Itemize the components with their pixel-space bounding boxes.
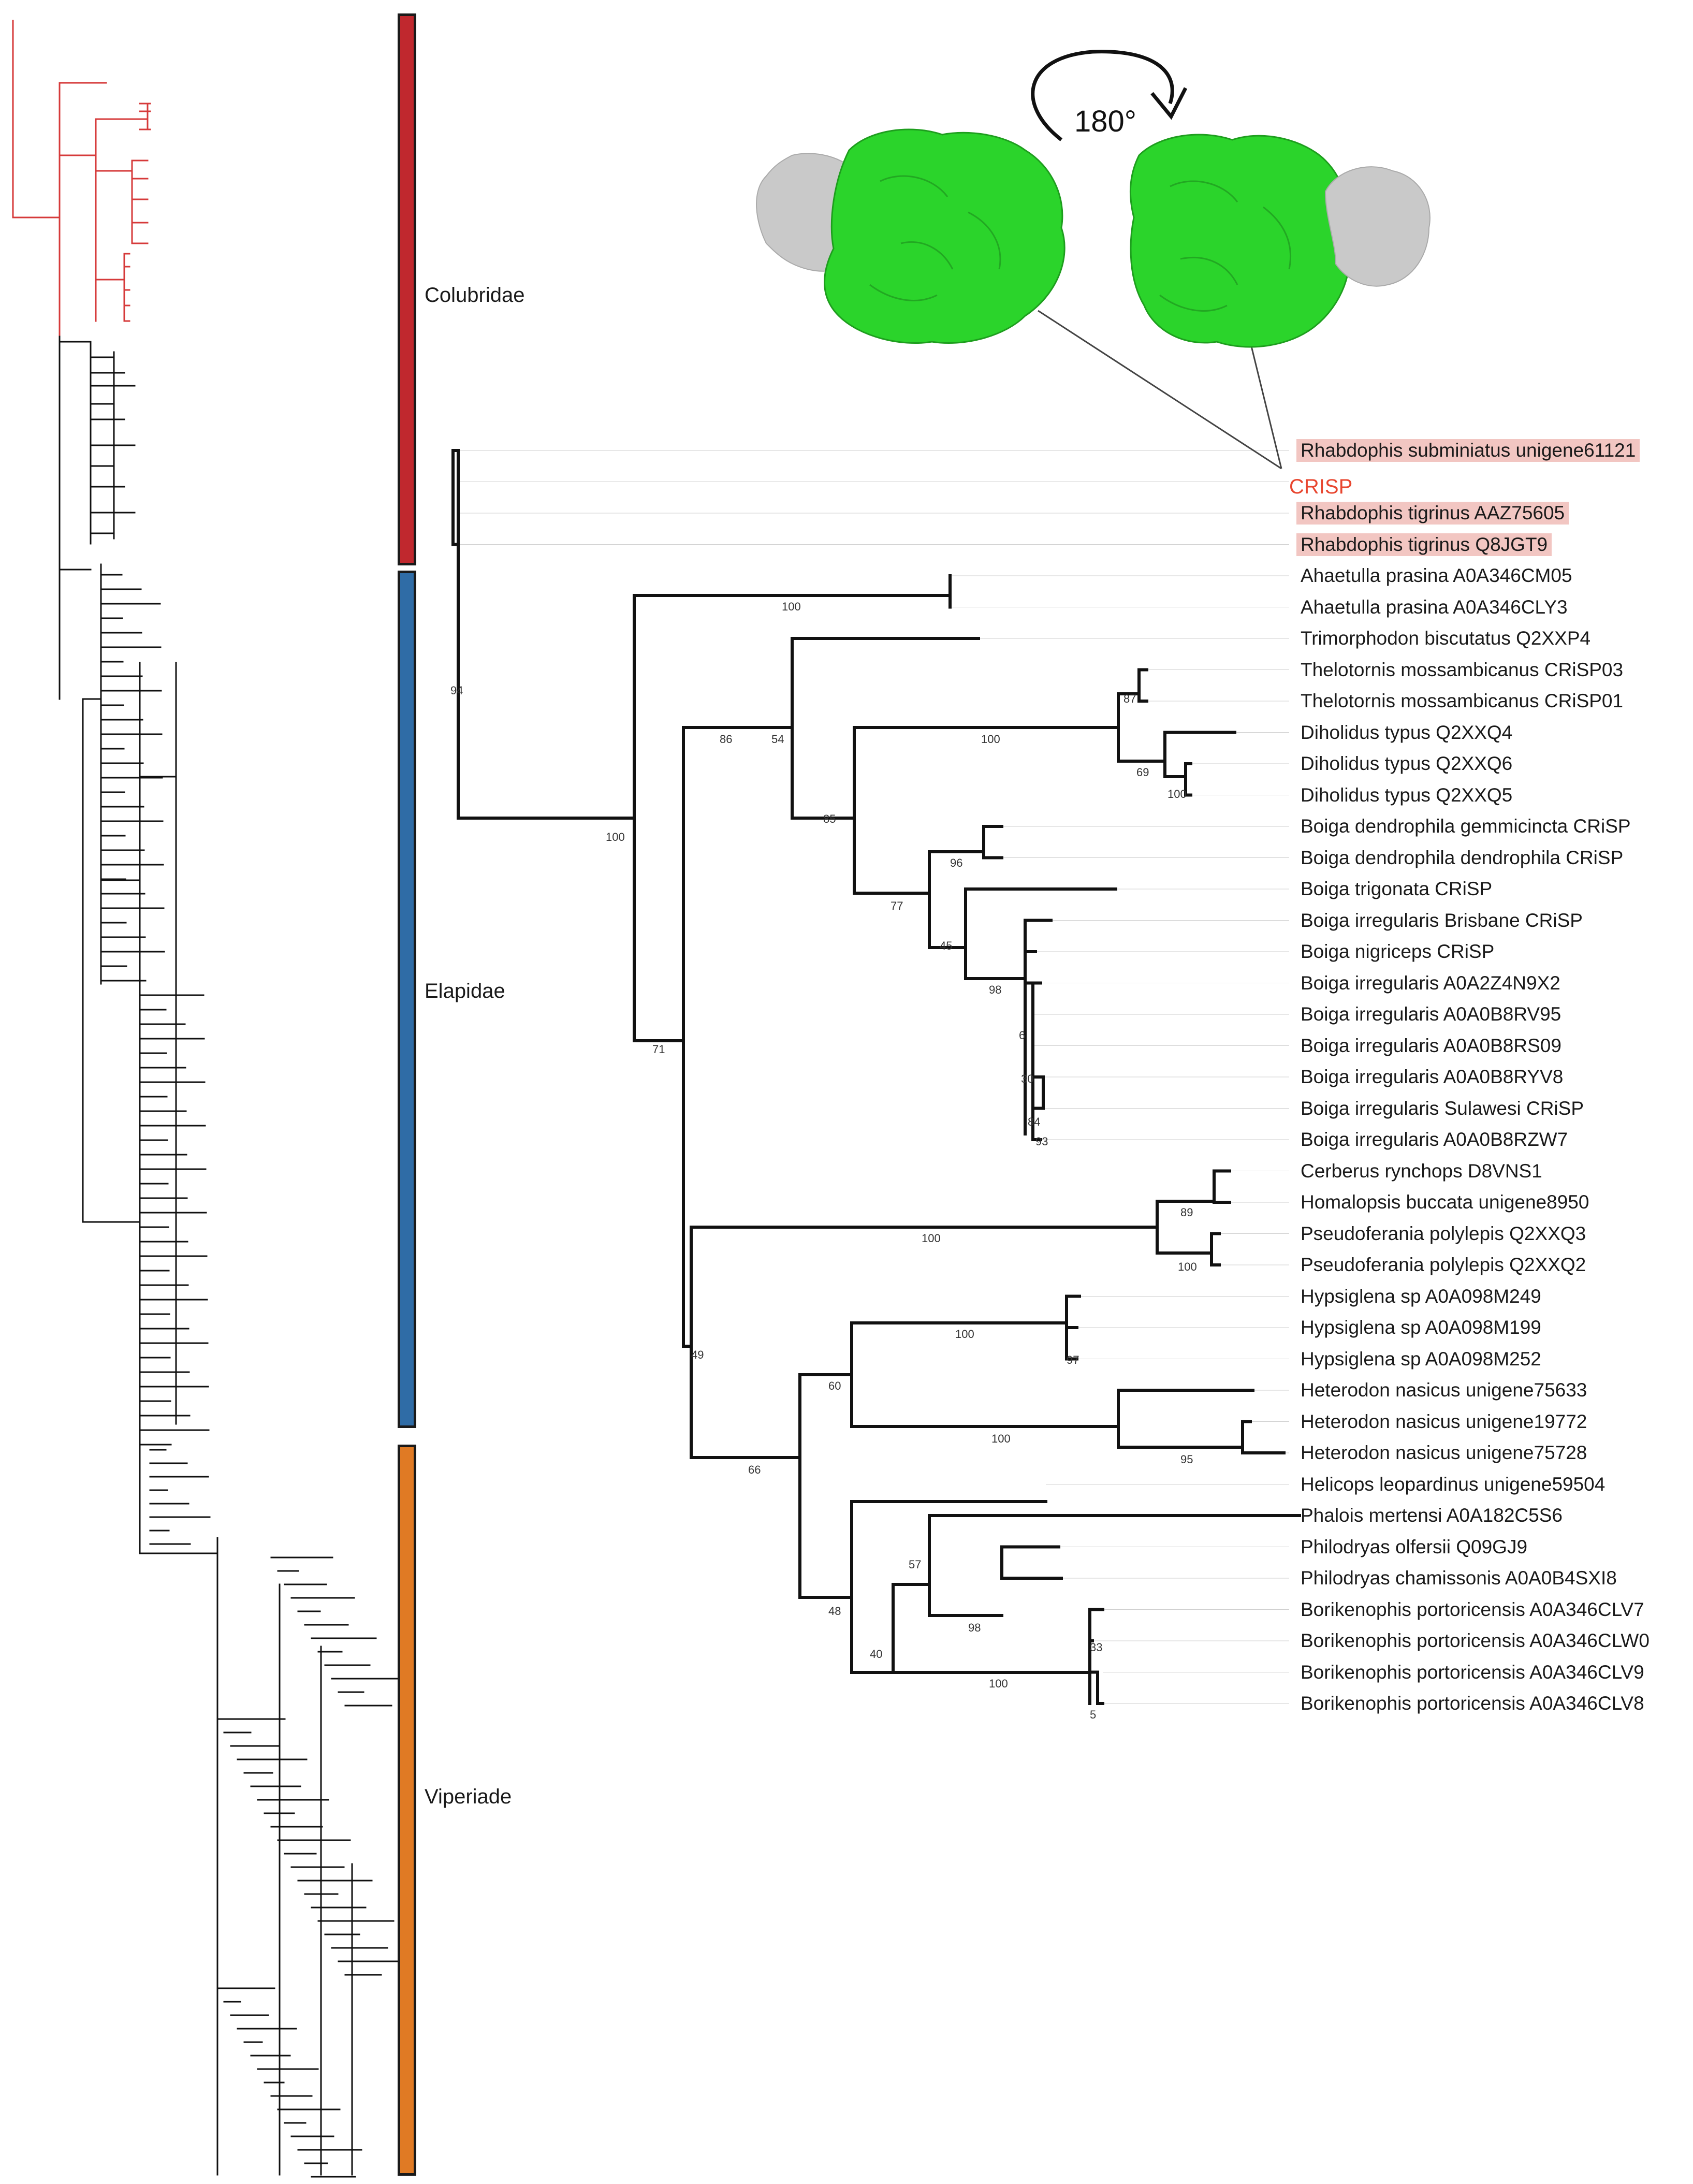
leaf-label: Borikenophis portoricensis A0A346CLV8 (1301, 1693, 1644, 1714)
leaf-label: Cerberus rynchops D8VNS1 (1301, 1160, 1542, 1182)
detail-tree (451, 449, 1301, 1705)
bootstrap-value: 45 (940, 939, 953, 952)
bootstrap-value: 87 (1123, 692, 1136, 705)
bootstrap-value: 69 (1136, 766, 1149, 779)
rotation-arrow-arc (1031, 50, 1174, 141)
bootstrap-value: 97 (1067, 1353, 1079, 1366)
leaf-label: Boiga irregularis A0A2Z4N9X2 (1301, 972, 1560, 994)
leaf-label: Diholidus typus Q2XXQ5 (1301, 784, 1513, 806)
rotation-arrow-icon (1031, 50, 1188, 141)
clade-label-elapidae: Elapidae (425, 980, 505, 1002)
leaf-label: Homalopsis buccata unigene8950 (1301, 1191, 1589, 1213)
bootstrap-value: 86 (720, 733, 733, 746)
leaf-label: Boiga irregularis Brisbane CRiSP (1301, 909, 1583, 931)
leaf-label: Boiga dendrophila gemmicincta CRiSP (1301, 816, 1631, 837)
leaf-label: Borikenophis portoricensis A0A346CLV9 (1301, 1661, 1644, 1683)
clade-bar-colubridae (398, 13, 416, 565)
leaf-label: Pseudoferania polylepis Q2XXQ2 (1301, 1254, 1586, 1275)
leaf-label: Borikenophis portoricensis A0A346CLW0 (1301, 1630, 1650, 1651)
bootstrap-value: 5 (1090, 1708, 1097, 1721)
bootstrap-value: 49 (691, 1348, 704, 1361)
bootstrap-value: 84 (1028, 1115, 1041, 1128)
bootstrap-value: 100 (782, 600, 801, 613)
leaf-label: Boiga irregularis A0A0B8RS09 (1301, 1035, 1561, 1056)
bootstrap-value: 85 (823, 812, 836, 825)
bootstrap-value: 95 (1180, 1453, 1193, 1466)
bootstrap-value: 89 (1180, 1206, 1193, 1219)
crisp-label: CRISP (1289, 475, 1353, 498)
protein-structure-right (1129, 134, 1431, 348)
bootstrap-value: 100 (991, 1432, 1011, 1445)
leaf-label: Philodryas chamissonis A0A0B4SXI8 (1301, 1567, 1617, 1589)
overview-tree (12, 20, 416, 2178)
leaf-label: Boiga dendrophila dendrophila CRiSP (1301, 847, 1624, 868)
leaf-label: Boiga nigriceps CRiSP (1301, 941, 1495, 962)
leaf-label: Hypsiglena sp A0A098M199 (1301, 1317, 1541, 1338)
leaf-label: Diholidus typus Q2XXQ6 (1301, 753, 1513, 774)
bootstrap-value: 100 (955, 1328, 974, 1341)
bootstrap-value: 54 (771, 733, 784, 746)
leaf-label: Rhabdophis tigrinus Q8JGT9 (1296, 533, 1552, 556)
callout-line-left (1038, 310, 1282, 470)
clade-label-colubridae: Colubridae (425, 284, 525, 307)
bootstrap-value: 100 (989, 1677, 1008, 1690)
bootstrap-value: 100 (606, 831, 625, 843)
leaf-label: Boiga irregularis A0A0B8RYV8 (1301, 1066, 1564, 1087)
leaf-label: Helicops leopardinus unigene59504 (1301, 1473, 1606, 1495)
domain-surface-right (1324, 166, 1431, 287)
bootstrap-value: 100 (981, 733, 1000, 746)
bootstrap-value: 66 (748, 1463, 761, 1476)
leaf-label: Trimorphodon biscutatus Q2XXP4 (1301, 628, 1591, 649)
protein-structure-left (756, 128, 1066, 344)
bootstrap-value: 98 (989, 983, 1002, 996)
bootstrap-value: 96 (950, 856, 963, 869)
bootstrap-value: 100 (1167, 788, 1187, 800)
leaf-label: Rhabdophis subminiatus unigene61121 (1296, 439, 1640, 462)
leaf-label: Boiga irregularis Sulawesi CRiSP (1301, 1097, 1584, 1119)
bootstrap-value: 57 (909, 1558, 922, 1571)
bootstrap-value: 100 (1178, 1260, 1197, 1273)
bootstrap-value: 98 (968, 1621, 981, 1634)
bootstrap-value: 40 (870, 1648, 883, 1661)
leaf-label: Hypsiglena sp A0A098M252 (1301, 1348, 1541, 1370)
leaf-label: Boiga irregularis A0A0B8RV95 (1301, 1003, 1561, 1025)
leaf-label: Diholidus typus Q2XXQ4 (1301, 721, 1513, 743)
bootstrap-value: 100 (922, 1232, 941, 1245)
leaf-label: Phalois mertensi A0A182C5S6 (1301, 1505, 1563, 1526)
leaf-label: Heterodon nasicus unigene75728 (1301, 1442, 1587, 1463)
leaf-label: Pseudoferania polylepis Q2XXQ3 (1301, 1222, 1586, 1244)
rotation-arrow-head (1150, 87, 1188, 120)
bootstrap-value: 33 (1090, 1641, 1103, 1654)
crisp-surface-right (1129, 134, 1350, 348)
leaf-label: Borikenophis portoricensis A0A346CLV7 (1301, 1598, 1644, 1620)
leaf-label: Thelotornis mossambicanus CRiSP03 (1301, 659, 1624, 680)
leaf-label: Boiga trigonata CRiSP (1301, 878, 1493, 899)
bootstrap-value: 94 (450, 684, 463, 697)
leaf-label: Thelotornis mossambicanus CRiSP01 (1301, 690, 1624, 711)
leaf-label: Ahaetulla prasina A0A346CM05 (1301, 565, 1572, 586)
bootstrap-value: 6 (1019, 1029, 1026, 1042)
leaf-label: Philodryas olfersii Q09GJ9 (1301, 1536, 1528, 1557)
leaf-leader-lines (458, 450, 1300, 1704)
leaf-label: Rhabdophis tigrinus AAZ75605 (1296, 502, 1569, 525)
bootstrap-value: 71 (652, 1043, 665, 1056)
leaf-label: Ahaetulla prasina A0A346CLY3 (1301, 596, 1568, 618)
clade-bar-elapidae (398, 571, 416, 1428)
bootstrap-value: 48 (828, 1605, 841, 1618)
bootstrap-value: 77 (891, 899, 903, 912)
bootstrap-value: 30 (1021, 1072, 1034, 1085)
leaf-label: Boiga irregularis A0A0B8RZW7 (1301, 1129, 1568, 1150)
leaf-label: Heterodon nasicus unigene19772 (1301, 1410, 1587, 1432)
clade-bar-viperiade (398, 1445, 416, 2176)
leaf-label: Heterodon nasicus unigene75633 (1301, 1379, 1587, 1401)
bootstrap-value: 60 (828, 1379, 841, 1392)
crisp-surface-left (824, 128, 1066, 344)
bootstrap-value: 93 (1035, 1135, 1048, 1148)
leaf-label: Hypsiglena sp A0A098M249 (1301, 1285, 1541, 1307)
clade-label-viperiade: Viperiade (425, 1785, 512, 1808)
rotation-label: 180° (1074, 105, 1136, 138)
